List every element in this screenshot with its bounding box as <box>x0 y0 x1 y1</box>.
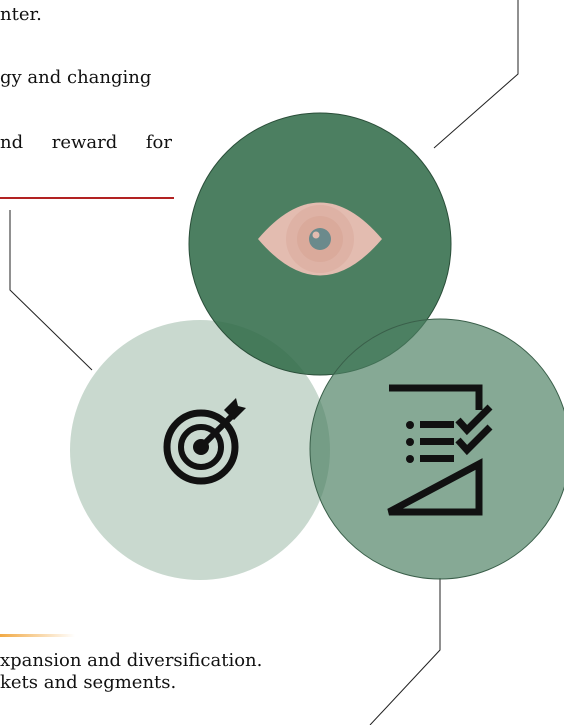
checklist-icon <box>387 384 493 516</box>
top-text-line-2: gy and changing <box>0 67 152 88</box>
orange-rule <box>0 634 75 637</box>
circle-right-medium <box>309 318 564 580</box>
top-text-line-1: nter. <box>0 4 42 25</box>
bottom-text-line-2: kets and segments. <box>0 672 177 693</box>
word: nd <box>0 132 24 153</box>
target-icon <box>163 398 246 485</box>
connector-top <box>433 0 519 149</box>
top-text-line-3: nd reward for <box>0 132 172 154</box>
connector-left <box>9 210 93 371</box>
bottom-text-line-1: xpansion and diversification. <box>0 650 263 671</box>
connector-bottom <box>369 578 441 725</box>
eye-icon <box>258 202 382 276</box>
word: reward <box>51 132 118 153</box>
word: for <box>145 132 172 153</box>
